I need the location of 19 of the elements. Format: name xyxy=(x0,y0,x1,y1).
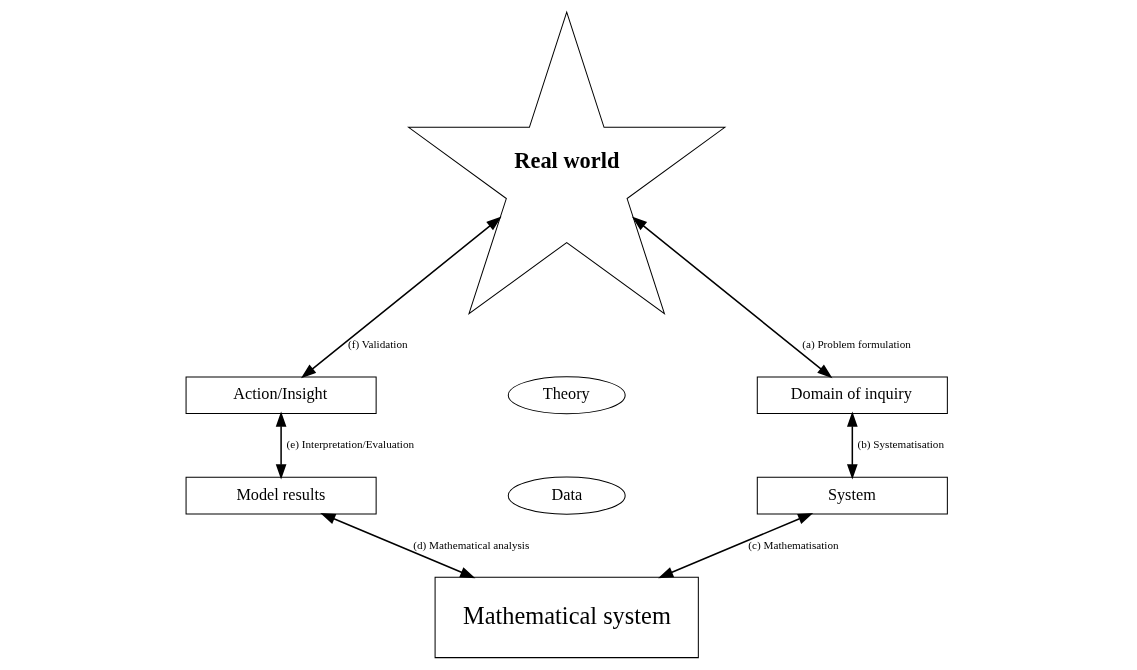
arrow xyxy=(657,513,813,579)
edge-label: (b) Systematisation xyxy=(856,438,944,451)
node-box: Action/Insight xyxy=(185,376,377,415)
node-ellipse: Theory xyxy=(507,376,626,415)
edge-label: (d) Mathematical analysis xyxy=(412,538,529,551)
arrow xyxy=(275,411,286,480)
edge-label: (e) Interpretation/Evaluation xyxy=(286,438,414,451)
arrow xyxy=(319,513,475,579)
node-ellipse: Data xyxy=(507,476,626,515)
arrow xyxy=(300,216,502,379)
edge-label: (c) Mathematisation xyxy=(747,538,839,551)
arrow xyxy=(846,411,858,480)
node-box: Mathematical system xyxy=(434,576,699,659)
node-box: System xyxy=(756,476,948,515)
edge-label: (a) Problem formulation xyxy=(801,337,911,350)
node-box: Model results xyxy=(185,476,377,515)
edge-label: (f) Validation xyxy=(347,337,408,350)
arrow xyxy=(631,216,832,379)
node-box: Domain of inquiry xyxy=(756,376,948,415)
